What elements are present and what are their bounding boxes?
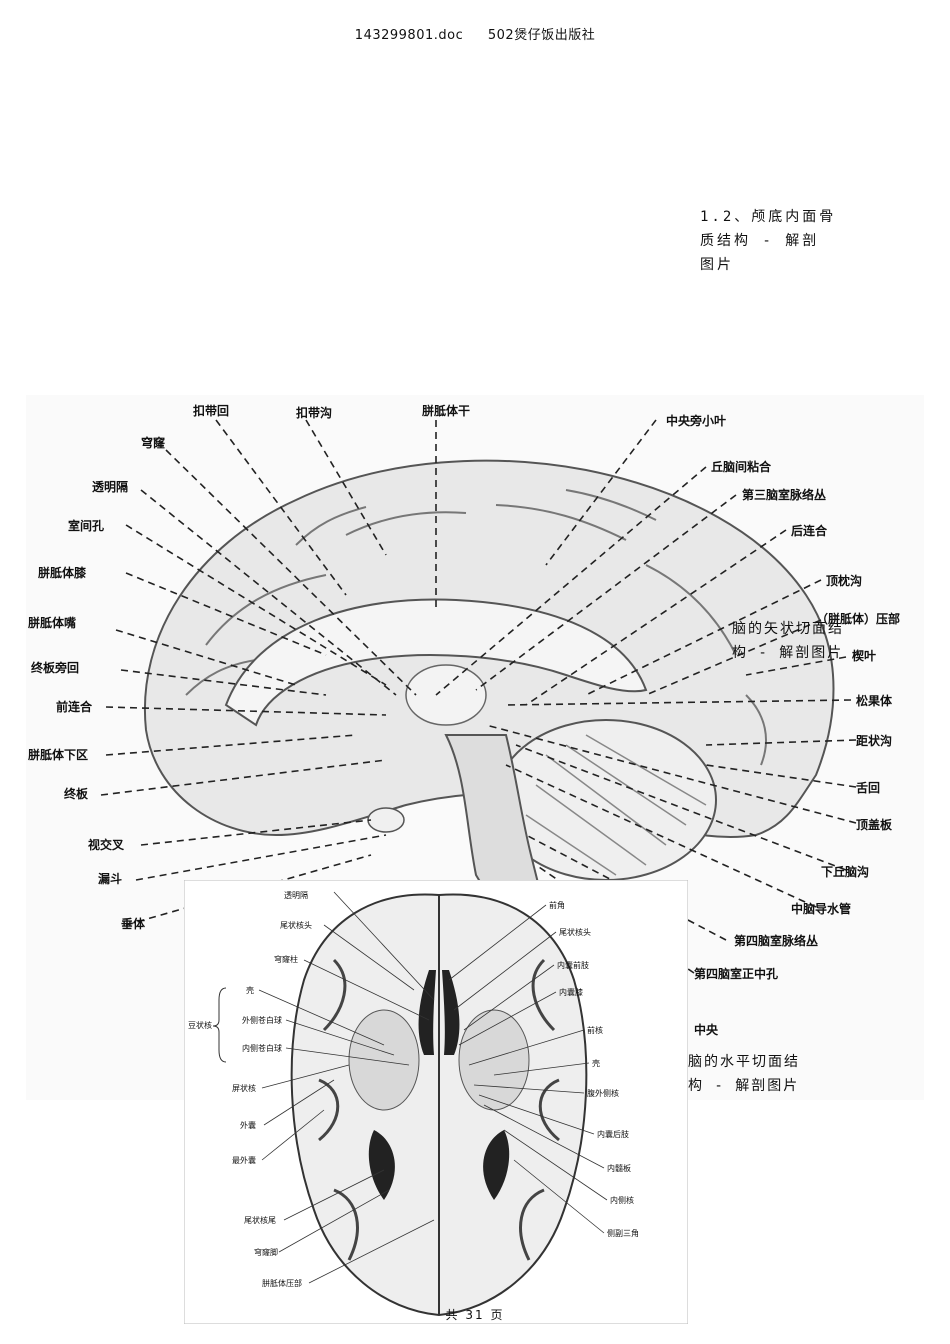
label-central: 中央 (694, 1022, 719, 1037)
label-splenium: （胼胝体）压部 (816, 611, 900, 626)
label-genu: 胼胝体膝 (38, 565, 87, 580)
label-internal-capsule-anterior: 内囊前肢 (557, 960, 589, 970)
label-anterior-commissure: 前连合 (56, 699, 93, 714)
label-fornix: 穹窿 (141, 435, 166, 450)
caption-line: 构 - 解剖图片 (732, 645, 844, 661)
label-interventricular-foramen: 室间孔 (68, 518, 104, 533)
caption-line: 脑的水平切面结 (688, 1054, 800, 1070)
label-ventrolateral-nucleus: 腹外侧核 (587, 1088, 619, 1098)
label-anterior-horn: 前角 (549, 900, 565, 910)
caption-line: 脑的矢状切面结 (732, 621, 844, 637)
label-medial-nucleus: 内侧核 (610, 1195, 634, 1205)
label-hypothalamic-sulcus: 下丘脑沟 (821, 864, 869, 879)
caption-line: 质结构 - 解剖 (700, 233, 820, 249)
label-lamina-terminalis: 终板 (64, 786, 89, 801)
label-pituitary: 垂体 (121, 916, 146, 931)
caption-horizontal: 脑的水平切面结 构 - 解剖图片 (688, 1050, 800, 1098)
label-subcallosal-area: 胼胝体下区 (28, 747, 88, 762)
label-claustrum: 屏状核 (232, 1083, 256, 1093)
label-paracentral-lobule: 中央旁小叶 (666, 413, 726, 428)
label-caudate-head-left: 尾状核头 (280, 920, 312, 930)
label-fornix-column: 穹窿柱 (274, 954, 298, 964)
label-interthalamic-adhesion: 丘脑间粘合 (711, 459, 772, 474)
label-internal-medullary-lamina: 内髓板 (607, 1163, 631, 1173)
label-cerebral-aqueduct: 中脑导水管 (791, 901, 851, 916)
page-header: 143299801.doc 502煲仔饭出版社 (0, 24, 950, 43)
caption-line: 构 - 解剖图片 (688, 1078, 800, 1094)
label-septum-pellucidum: 透明隔 (92, 479, 128, 494)
label-corpus-callosum-trunk: 胼胝体干 (422, 403, 470, 418)
label-putamen-right: 壳 (592, 1058, 600, 1068)
label-septum-pellucidum: 透明隔 (284, 891, 308, 900)
label-caudate-head-right: 尾状核头 (559, 927, 591, 937)
label-internal-capsule-posterior: 内囊后肢 (597, 1129, 629, 1139)
label-cuneus: 楔叶 (852, 648, 876, 663)
label-external-capsule: 外囊 (240, 1120, 256, 1130)
label-internal-capsule-genu: 内囊膝 (559, 987, 583, 997)
label-lingual-gyrus: 舌回 (856, 780, 880, 795)
caption-sagittal: 脑的矢状切面结 构 - 解剖图片 (732, 617, 844, 665)
label-median-aperture: 第四脑室正中孔 (694, 966, 778, 981)
label-cingulate-sulcus: 扣带沟 (296, 405, 332, 420)
label-lateral-globus-pallidus: 外侧苍白球 (242, 1015, 282, 1025)
horizontal-brain-illustration: 透明隔 尾状核头 穹窿柱 壳 外侧苍白球 内侧苍白球 豆状核 屏状核 外囊 最外… (183, 879, 689, 1325)
header-filename: 143299801.doc (354, 28, 464, 43)
label-tectal-plate: 顶盖板 (856, 817, 893, 832)
label-pineal-body: 松果体 (856, 693, 893, 708)
label-cingulate-gyrus: 扣带回 (193, 403, 229, 418)
header-publisher: 502煲仔饭出版社 (487, 28, 596, 43)
label-optic-chiasm: 视交叉 (88, 837, 125, 852)
label-rostrum: 胼胝体嘴 (28, 615, 76, 630)
label-paraterminal-gyrus: 终板旁回 (31, 660, 79, 675)
sagittal-brain-figure: 扣带回 扣带沟 胼胝体干 中央旁小叶 穹窿 丘脑间粘合 透明隔 第三脑室脉络丛 … (26, 395, 924, 1100)
label-lentiform-nucleus: 豆状核 (188, 1020, 212, 1030)
label-fourth-ventricle-plexus: 第四脑室脉络丛 (734, 933, 818, 948)
label-caudate-tail: 尾状核尾 (244, 1215, 276, 1225)
label-extreme-capsule: 最外囊 (232, 1155, 256, 1165)
label-parieto-occipital-sulcus: 顶枕沟 (826, 573, 862, 588)
label-anterior-nucleus: 前核 (587, 1025, 603, 1035)
caption-skull-base: 1.2、颅底内面骨 质结构 - 解剖 图片 (700, 205, 836, 277)
caption-line: 图片 (700, 257, 734, 273)
label-medial-globus-pallidus: 内侧苍白球 (242, 1043, 282, 1053)
caption-line: 1.2、颅底内面骨 (700, 209, 837, 225)
label-third-ventricle-plexus: 第三脑室脉络丛 (742, 487, 826, 502)
horizontal-brain-figure: 透明隔 尾状核头 穹窿柱 壳 外侧苍白球 内侧苍白球 豆状核 屏状核 外囊 最外… (183, 879, 689, 1325)
sagittal-brain-illustration: 扣带回 扣带沟 胼胝体干 中央旁小叶 穹窿 丘脑间粘合 透明隔 第三脑室脉络丛 … (26, 395, 924, 1100)
label-calcarine-sulcus: 距状沟 (856, 733, 892, 748)
label-fornix-crus: 穹窿脚 (254, 1247, 278, 1257)
label-collateral-trigone: 侧副三角 (607, 1228, 639, 1238)
label-putamen-left: 壳 (246, 985, 254, 995)
label-infundibulum: 漏斗 (98, 871, 122, 886)
label-posterior-commissure: 后连合 (791, 523, 828, 538)
page-footer: 共 31 页 (445, 1308, 505, 1322)
label-splenium: 胼胝体压部 (262, 1278, 302, 1288)
